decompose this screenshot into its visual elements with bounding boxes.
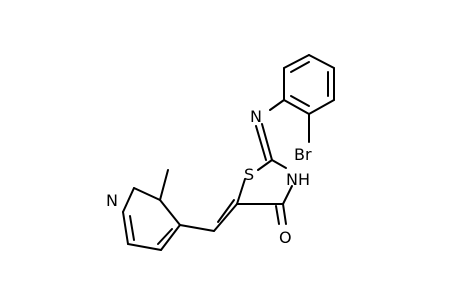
atom-br: Br bbox=[294, 145, 312, 164]
bond-n3-c4 bbox=[282, 185, 293, 205]
bond-c4-o-double bbox=[275, 205, 280, 225]
bond-ar5-ar6 bbox=[308, 99, 335, 115]
bond-c1-c2-inner bbox=[129, 215, 135, 241]
atom-n-methyl: N bbox=[106, 191, 118, 210]
pyrrole-ring bbox=[122, 169, 181, 251]
bond-pyrrole-ch bbox=[179, 224, 215, 232]
bond-c1-n1 bbox=[122, 211, 129, 245]
bond-n-imine-aryl bbox=[269, 99, 285, 111]
bond-c4-o bbox=[282, 203, 287, 225]
bond-n-methyl bbox=[159, 169, 169, 201]
bond-ar3-ar4 bbox=[308, 54, 335, 69]
bond-c2-n-imine bbox=[261, 123, 273, 161]
bond-c5-c1 bbox=[127, 243, 162, 251]
atom-s: S bbox=[244, 165, 254, 184]
bond-c2-c3 bbox=[133, 187, 161, 201]
bond-c3-c4 bbox=[159, 199, 181, 226]
methylidene-linker bbox=[179, 199, 238, 232]
bond-n1-c2 bbox=[122, 187, 135, 213]
bond-ar-inner-3 bbox=[290, 95, 310, 107]
atom-nh: NH bbox=[286, 170, 310, 189]
bond-c5-s bbox=[236, 178, 246, 205]
bond-ch-c5-inner bbox=[217, 199, 235, 223]
bond-ar-inner-1 bbox=[290, 61, 310, 73]
bromophenyl-ring bbox=[283, 54, 335, 143]
bond-ch-c5 bbox=[213, 203, 238, 232]
bond-c4-c5 bbox=[160, 224, 181, 251]
atom-o: O bbox=[279, 228, 292, 247]
bond-c2-n3 bbox=[271, 159, 287, 169]
imine-group bbox=[255, 99, 285, 161]
atom-n-imine: N bbox=[250, 107, 262, 126]
bond-c2-n-imine-double bbox=[255, 125, 267, 161]
thiazolidinone-ring bbox=[236, 159, 293, 225]
bond-ar6-ar1 bbox=[283, 99, 310, 115]
bond-s-c2 bbox=[257, 159, 273, 171]
bond-c4-c5-inner bbox=[157, 228, 173, 245]
bond-ar2-ar3 bbox=[283, 54, 310, 69]
